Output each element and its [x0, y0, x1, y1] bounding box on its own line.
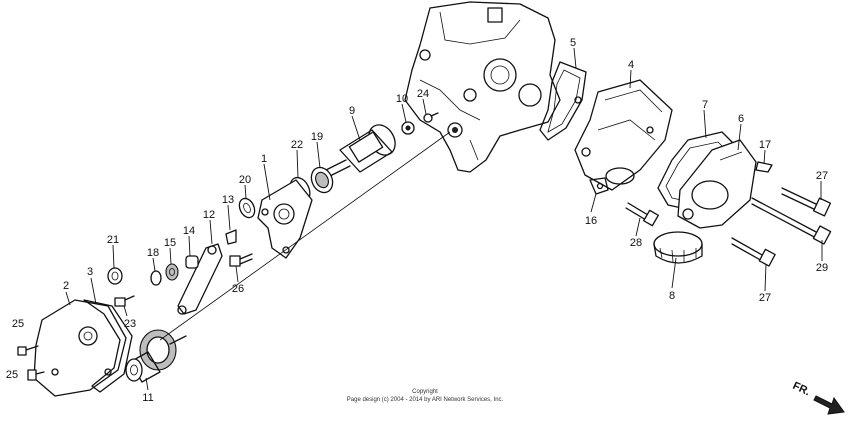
callout-24: 24: [417, 88, 429, 100]
bolt-24: [423, 112, 439, 123]
callout-19: 19: [311, 131, 323, 143]
callout-23: 23: [124, 318, 136, 330]
pump-cover-4: [574, 79, 673, 191]
bearing-15: [165, 263, 179, 281]
callout-14: 14: [183, 225, 195, 237]
gasket-5: [539, 61, 587, 141]
callout-29: 29: [816, 262, 828, 274]
clip-17: [755, 161, 773, 173]
front-label: FR.: [791, 380, 812, 398]
callout-10: 10: [396, 93, 408, 105]
bolt-29: [751, 197, 832, 245]
bolt-27-upper: [781, 187, 832, 217]
callout-6: 6: [738, 113, 744, 125]
callout-21: 21: [107, 234, 119, 246]
callout-numbers: 1 2 3 4 5 6 7 8 9 10 11 12 13 14 15 16 1…: [6, 37, 828, 404]
copyright-line-2: Page design (c) 2004 - 2014 by ARI Netwo…: [347, 397, 504, 403]
bolt-25-lower: [27, 369, 45, 381]
housing-1: [257, 179, 313, 259]
callout-8: 8: [669, 290, 675, 302]
callout-13: 13: [222, 194, 234, 206]
gear-11: [125, 329, 187, 383]
leader-lines: [65, 47, 823, 391]
thermostat-housing-6: [677, 139, 757, 229]
callout-16: 16: [585, 215, 597, 227]
collar-14: [185, 255, 199, 269]
callout-12: 12: [203, 209, 215, 221]
callout-22: 22: [291, 139, 303, 151]
copyright-notice: Copyright Page design (c) 2004 - 2014 by…: [347, 389, 504, 403]
callout-15: 15: [164, 237, 176, 249]
cover-2: [33, 299, 127, 397]
callout-3: 3: [87, 266, 93, 278]
callout-26: 26: [232, 283, 244, 295]
callout-28: 28: [630, 237, 642, 249]
copyright-line-1: Copyright: [412, 389, 438, 395]
callout-2: 2: [63, 280, 69, 292]
callout-5: 5: [570, 37, 576, 49]
bracket-16: [589, 177, 609, 195]
lever-12: [177, 243, 223, 315]
clip-13: [225, 229, 237, 245]
front-direction-indicator: FR.: [791, 380, 845, 415]
seal-21: [107, 267, 123, 285]
pin-23: [114, 295, 135, 307]
bolt-26: [229, 253, 253, 267]
callout-27-lower: 27: [759, 292, 771, 304]
bolt-25-upper: [17, 345, 39, 356]
bolt-27-lower: [731, 237, 776, 267]
callout-25-lower: 25: [6, 369, 18, 381]
washer-18: [150, 270, 162, 286]
callout-18: 18: [147, 247, 159, 259]
callout-11: 11: [142, 392, 153, 404]
hose-8: [653, 231, 703, 264]
callout-7: 7: [702, 99, 708, 111]
bolt-28: [625, 202, 659, 227]
callout-4: 4: [628, 59, 634, 71]
callout-25-upper: 25: [12, 318, 24, 330]
bearing-19: [310, 166, 334, 194]
callout-20: 20: [239, 174, 251, 186]
callout-27-upper: 27: [816, 170, 828, 182]
engine-block: [404, 1, 561, 173]
front-arrow-icon: [813, 395, 845, 415]
callout-1: 1: [261, 153, 267, 165]
washer-10: [401, 121, 415, 135]
callout-17: 17: [759, 139, 771, 151]
seal-20: [238, 197, 256, 219]
shaft-9: [325, 124, 396, 177]
gasket-3: [83, 299, 133, 393]
callout-9: 9: [349, 105, 355, 117]
